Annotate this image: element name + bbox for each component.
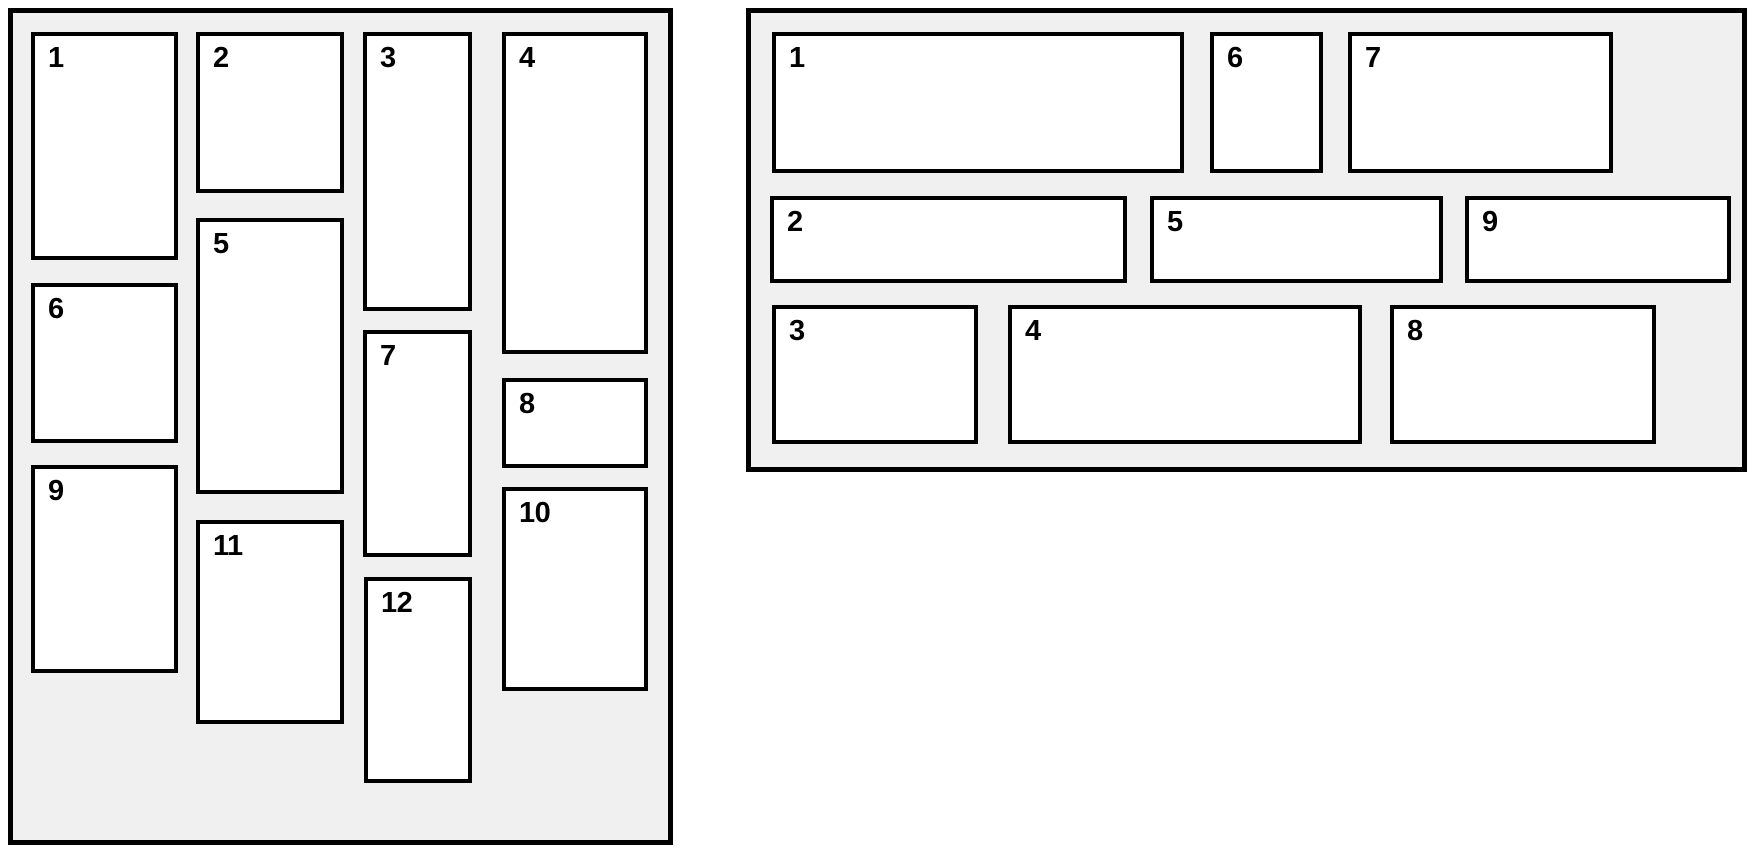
masonry-box: 11 xyxy=(196,520,344,724)
box-number-label: 12 xyxy=(381,587,413,619)
masonry-box: 6 xyxy=(1210,32,1323,173)
box-number-label: 1 xyxy=(789,42,805,74)
masonry-box: 3 xyxy=(772,305,978,444)
box-number-label: 3 xyxy=(380,42,396,74)
box-number-label: 7 xyxy=(380,340,396,372)
masonry-box: 3 xyxy=(363,32,472,311)
masonry-box: 1 xyxy=(31,32,178,260)
box-number-label: 4 xyxy=(1025,315,1041,347)
box-number-label: 8 xyxy=(519,388,535,420)
masonry-box: 9 xyxy=(31,465,178,673)
box-number-label: 9 xyxy=(48,475,64,507)
masonry-box: 5 xyxy=(1150,196,1443,283)
box-number-label: 8 xyxy=(1407,315,1423,347)
masonry-box: 7 xyxy=(1348,32,1613,173)
masonry-box: 12 xyxy=(364,577,472,783)
masonry-box: 8 xyxy=(1390,305,1656,444)
box-number-label: 4 xyxy=(519,42,535,74)
box-number-label: 1 xyxy=(48,42,64,74)
masonry-box: 2 xyxy=(770,196,1127,283)
masonry-box: 9 xyxy=(1465,196,1731,283)
box-number-label: 10 xyxy=(519,497,551,529)
horizontal-masonry-panel: 1 6 7 2 5 9 3 4 8 xyxy=(746,8,1747,472)
masonry-box: 7 xyxy=(363,330,472,557)
box-number-label: 11 xyxy=(213,530,243,562)
masonry-box: 10 xyxy=(502,487,648,691)
box-number-label: 5 xyxy=(213,228,229,260)
masonry-box: 8 xyxy=(502,378,648,468)
box-number-label: 6 xyxy=(1227,42,1243,74)
masonry-box: 1 xyxy=(772,32,1184,173)
box-number-label: 3 xyxy=(789,315,805,347)
masonry-box: 6 xyxy=(31,283,178,443)
box-number-label: 6 xyxy=(48,293,64,325)
box-number-label: 2 xyxy=(213,42,229,74)
box-number-label: 9 xyxy=(1482,206,1498,238)
masonry-box: 2 xyxy=(196,32,344,193)
masonry-box: 4 xyxy=(502,32,648,354)
box-number-label: 2 xyxy=(787,206,803,238)
masonry-box: 5 xyxy=(196,218,344,494)
masonry-box: 4 xyxy=(1008,305,1362,444)
box-number-label: 5 xyxy=(1167,206,1183,238)
box-number-label: 7 xyxy=(1365,42,1381,74)
